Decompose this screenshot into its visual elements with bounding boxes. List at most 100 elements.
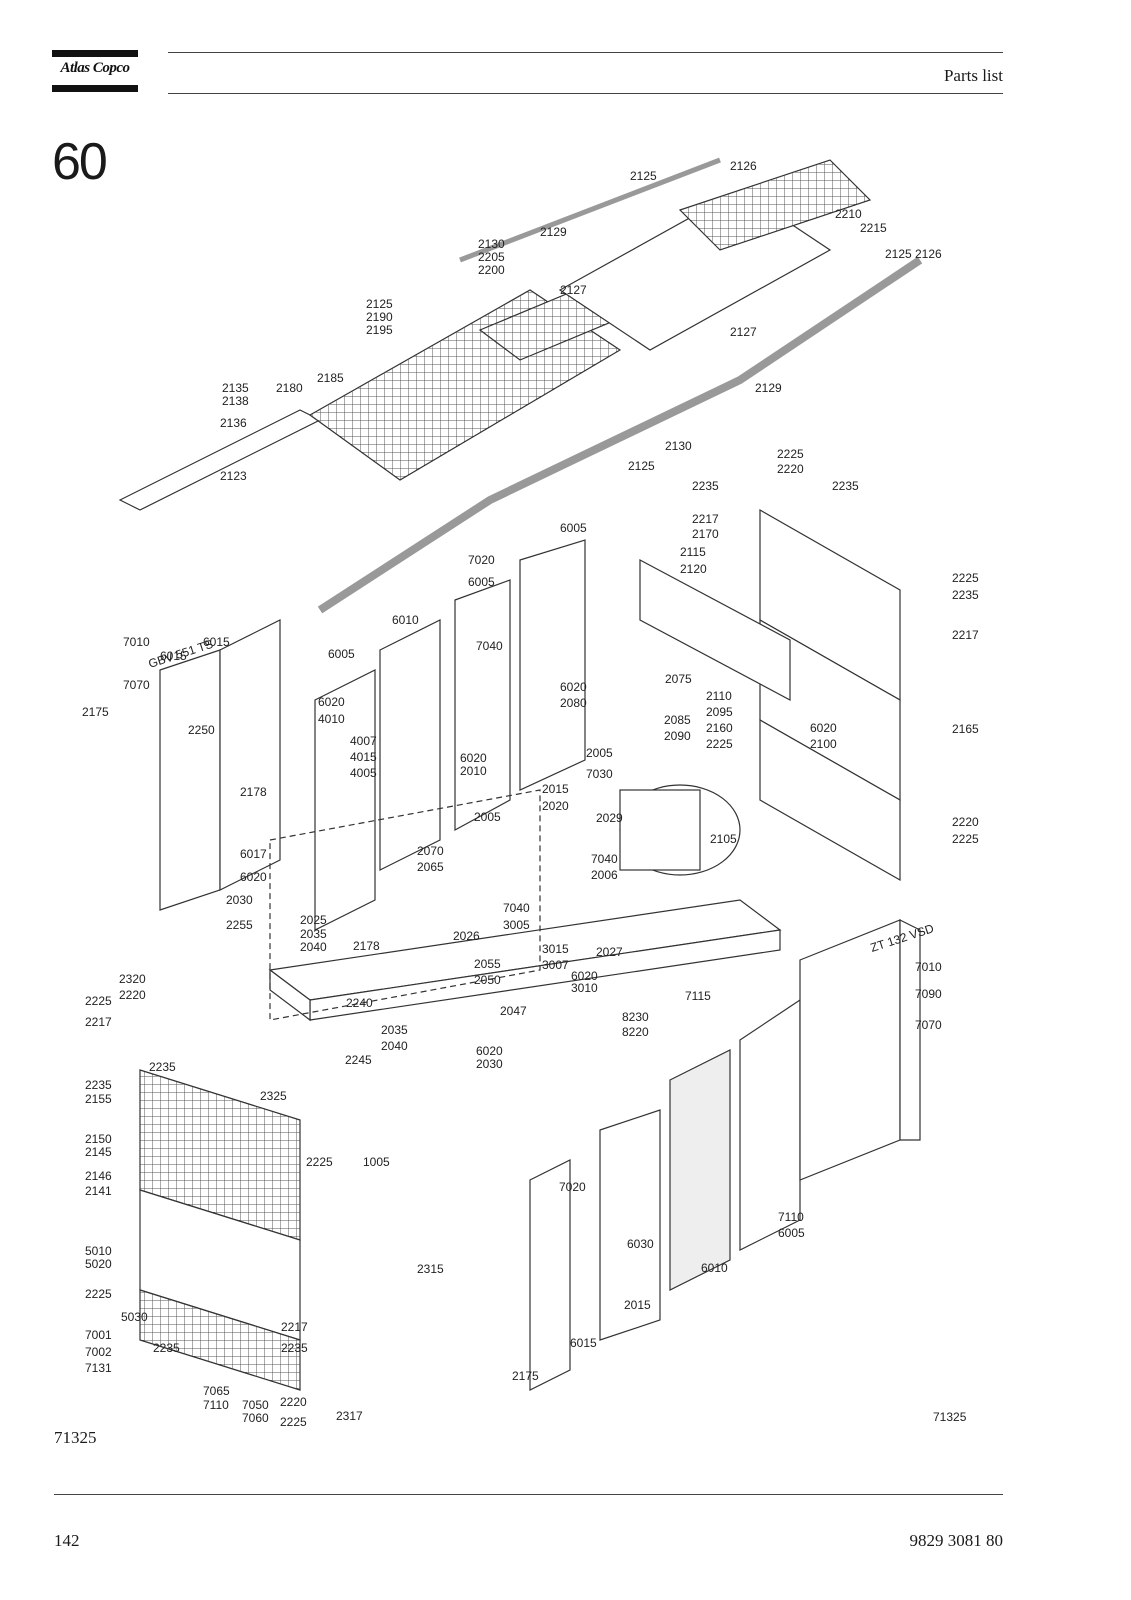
motor-drive: [619, 784, 741, 876]
header-rule-bottom: [168, 93, 1003, 94]
callout-6015-c: 6015: [570, 1336, 597, 1350]
callout-6005: 6005: [560, 521, 587, 535]
callout-2320: 2320: [119, 972, 146, 986]
callout-2126-b: 2126: [915, 247, 942, 261]
callout-2047: 2047: [500, 1004, 527, 1018]
callout-4007: 4007: [350, 734, 377, 748]
callout-7002: 7002: [85, 1345, 112, 1359]
callout-2217-d: 2217: [281, 1320, 308, 1334]
callout-2005: 2005: [586, 746, 613, 760]
roof-assembly: [118, 157, 923, 614]
callout-2035: 2035: [300, 927, 327, 941]
section-number: 60: [52, 133, 108, 191]
callout-2010: 2010: [460, 764, 487, 778]
footer-rule: [54, 1494, 1003, 1495]
callout-2015: 2015: [542, 782, 569, 796]
callout-2178-b: 2178: [353, 939, 380, 953]
callout-6020-d: 6020: [460, 751, 487, 765]
callout-6020-f: 6020: [571, 969, 598, 983]
document-number: 9829 3081 80: [909, 1531, 1004, 1550]
callout-2240: 2240: [346, 996, 373, 1010]
callout-6030: 6030: [627, 1237, 654, 1251]
callout-2127: 2127: [560, 283, 587, 297]
header-rule-top: [168, 52, 1003, 53]
callout-2100: 2100: [810, 737, 837, 751]
callout-5030: 5030: [121, 1310, 148, 1324]
callout-2225-f: 2225: [306, 1155, 333, 1169]
callout-7070-b: 7070: [915, 1018, 942, 1032]
callout-2120: 2120: [680, 562, 707, 576]
callout-1005: 1005: [363, 1155, 390, 1169]
callout-2055: 2055: [474, 957, 501, 971]
callout-7040: 7040: [476, 639, 503, 653]
callout-2050: 2050: [474, 973, 501, 987]
callout-2075: 2075: [665, 672, 692, 686]
callout-6020-g: 6020: [476, 1044, 503, 1058]
callout-7115: 7115: [685, 989, 711, 1003]
callout-6010: 6010: [392, 613, 419, 627]
callout-2235: 2235: [692, 479, 719, 493]
callout-2155: 2155: [85, 1092, 112, 1106]
base-frame: [268, 789, 782, 1022]
logo-bar-bottom: [52, 85, 138, 92]
callout-6020-e: 6020: [240, 870, 267, 884]
callout-2325: 2325: [260, 1089, 287, 1103]
callout-6005-b: 6005: [468, 575, 495, 589]
callout-4005: 4005: [350, 766, 377, 780]
callout-7131: 7131: [85, 1361, 112, 1375]
callout-2125-d: 2125: [628, 459, 655, 473]
callout-2190: 2190: [366, 310, 393, 324]
page-header-title: Parts list: [943, 66, 1003, 85]
callout-2138: 2138: [222, 394, 249, 408]
callout-2130-b: 2130: [665, 439, 692, 453]
callout-2315: 2315: [417, 1262, 444, 1276]
callout-2235-d: 2235: [149, 1060, 176, 1074]
callout-2095: 2095: [706, 705, 733, 719]
callout-2160: 2160: [706, 721, 733, 735]
callout-6005-d: 6005: [778, 1226, 805, 1240]
callout-2130: 2130: [478, 237, 505, 251]
callout-8220: 8220: [622, 1025, 649, 1039]
callout-3005: 3005: [503, 918, 530, 932]
callout-labels: 2126 2125 2210 2215 2125 2126 2129 2130 …: [82, 159, 979, 1429]
callout-2170: 2170: [692, 527, 719, 541]
callout-2217-c: 2217: [85, 1015, 112, 1029]
callout-6015-b: 2015: [624, 1298, 651, 1312]
callout-7040-c: 7040: [591, 852, 618, 866]
callout-2195: 2195: [366, 323, 393, 337]
callout-2040: 2040: [300, 940, 327, 954]
callout-2029: 2029: [596, 811, 623, 825]
atlas-copco-logo: Atlas Copco: [52, 50, 138, 92]
callout-2185: 2185: [317, 371, 344, 385]
callout-2141: 2141: [85, 1184, 112, 1198]
callout-2126: 2126: [730, 159, 757, 173]
callout-2070: 2070: [417, 844, 444, 858]
callout-2255: 2255: [226, 918, 253, 932]
callout-6015-d: 6015: [160, 649, 187, 663]
callout-7070: 7070: [123, 678, 150, 692]
callout-2080: 2080: [560, 696, 587, 710]
callout-2123: 2123: [220, 469, 247, 483]
side-panels: [159, 508, 901, 931]
callout-2225-c: 2225: [706, 737, 733, 751]
callout-2220-c: 2220: [119, 988, 146, 1002]
callout-2220: 2220: [777, 462, 804, 476]
callout-2225-g: 2225: [85, 1287, 112, 1301]
callout-2175-b: 2175: [512, 1369, 539, 1383]
callout-2225-h: 2225: [280, 1415, 307, 1429]
callout-2220-d: 2220: [280, 1395, 307, 1409]
exploded-parts-diagram: 2126 2125 2210 2215 2125 2126 2129 2130 …: [82, 157, 979, 1429]
callout-2178: 2178: [240, 785, 267, 799]
callout-6020-c: 6020: [810, 721, 837, 735]
callout-7065: 7065: [203, 1384, 230, 1398]
callout-6020-b: 6020: [560, 680, 587, 694]
front-panels: [139, 919, 921, 1391]
callout-2225-b: 2225: [952, 571, 979, 585]
callout-2225: 2225: [777, 447, 804, 461]
callout-7110: 7110: [778, 1210, 804, 1224]
callout-2027: 2027: [596, 945, 623, 959]
callout-2129: 2129: [540, 225, 567, 239]
callout-2225-e: 2225: [85, 994, 112, 1008]
callout-2200: 2200: [478, 263, 505, 277]
callout-2030-b: 2030: [476, 1057, 503, 1071]
